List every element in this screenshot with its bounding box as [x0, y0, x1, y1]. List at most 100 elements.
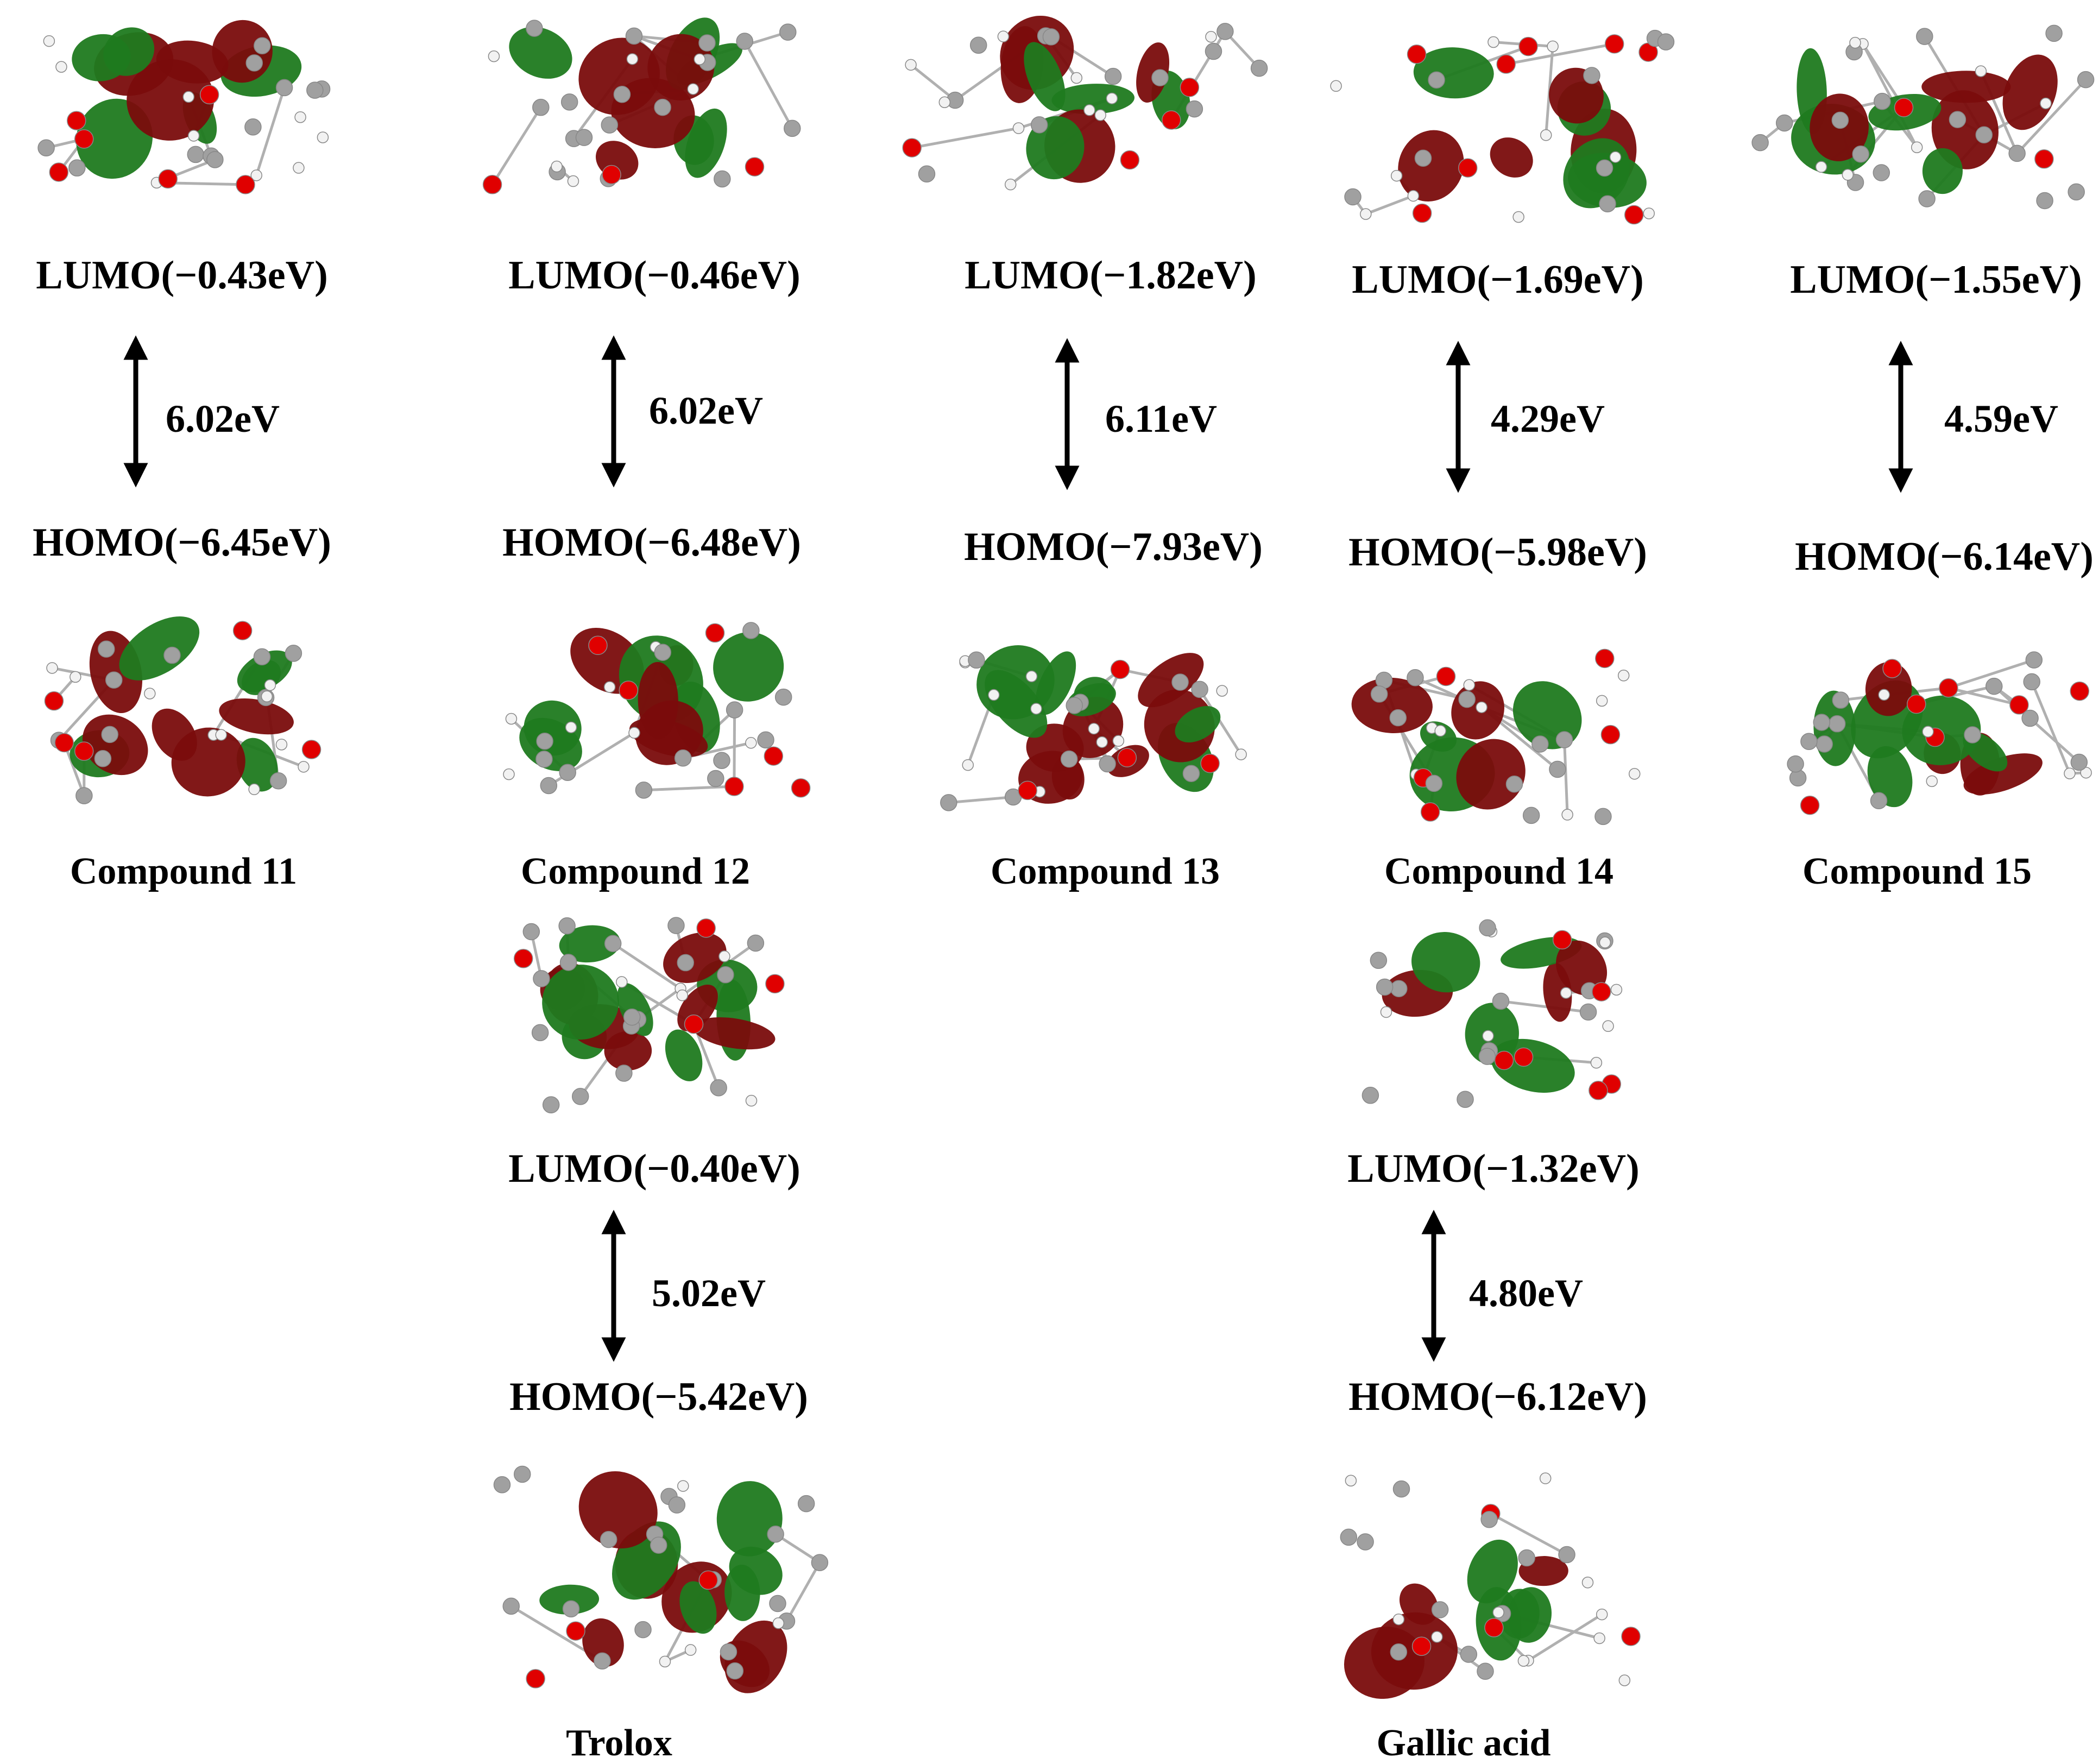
c14-name-label: Compound 14 [1384, 853, 1613, 891]
atom [685, 1645, 696, 1655]
c12-lumo-label: LUMO(−0.46eV) [508, 255, 800, 295]
atom [699, 35, 715, 51]
atom [2070, 682, 2089, 701]
atom [736, 33, 753, 49]
atom [988, 690, 999, 701]
atom [1801, 796, 1819, 815]
atom [1421, 803, 1440, 821]
atom [1162, 111, 1181, 129]
atom [216, 729, 226, 740]
atom [1152, 70, 1168, 86]
atom [514, 1466, 531, 1482]
atom [1611, 984, 1622, 995]
c14-gap-label: 4.29eV [1491, 399, 1605, 438]
atom [307, 82, 323, 98]
atom [1850, 37, 1861, 48]
atom [743, 622, 759, 639]
atom [1883, 659, 1901, 678]
atom [1370, 952, 1386, 968]
atom [246, 55, 262, 71]
atom [694, 54, 705, 65]
atom [614, 86, 630, 103]
atom [1541, 130, 1552, 141]
atom [295, 112, 306, 123]
atom [602, 166, 621, 184]
c15-lumo-label: LUMO(−1.55eV) [1790, 260, 2082, 300]
atom [293, 162, 304, 173]
atom [1236, 749, 1246, 760]
atom [767, 1526, 784, 1542]
atom [766, 974, 784, 993]
atom [514, 949, 533, 968]
atom [727, 702, 743, 718]
atom [1619, 1675, 1630, 1686]
atom [1371, 686, 1388, 702]
atom [526, 20, 543, 36]
atom [1408, 45, 1426, 64]
atom [1787, 756, 1804, 772]
atom [1643, 208, 1654, 219]
atom [1964, 727, 1981, 743]
atom [792, 779, 810, 797]
c11-homo-molecule [45, 603, 320, 804]
atom [710, 1080, 727, 1096]
atom [1180, 78, 1199, 97]
atom [784, 120, 800, 136]
atom [1580, 1004, 1597, 1020]
atom [1874, 93, 1890, 110]
atom [629, 727, 640, 738]
atom [67, 111, 86, 130]
atom [747, 935, 764, 952]
atom [1206, 32, 1216, 42]
gallic-homo-label: HOMO(−6.12eV) [1348, 1377, 1647, 1417]
atom [1492, 993, 1509, 1009]
atom [1479, 1048, 1495, 1064]
atom [714, 171, 730, 187]
c13-homo-molecule [941, 633, 1246, 811]
atom [1559, 1547, 1575, 1563]
atom [1485, 1618, 1503, 1637]
atom [1488, 37, 1499, 48]
atom [254, 37, 270, 54]
atom [1459, 159, 1477, 177]
c14-homo-label: HOMO(−5.98eV) [1348, 532, 1647, 572]
atom [1251, 60, 1268, 77]
atom [1922, 726, 1933, 737]
atom [1394, 1481, 1410, 1497]
atom [1105, 68, 1121, 85]
atom [188, 130, 199, 141]
atom [1610, 152, 1621, 162]
c11-gap-label: 6.02eV [166, 399, 280, 438]
atom [1592, 982, 1611, 1001]
atom [2009, 145, 2025, 161]
atom [1113, 735, 1124, 746]
c13-lumo-label: LUMO(−1.82eV) [965, 255, 1256, 295]
atom [970, 37, 987, 53]
atom [1540, 1473, 1551, 1484]
atom [589, 636, 607, 654]
atom [697, 919, 715, 937]
atom [45, 692, 63, 710]
atom [562, 94, 578, 110]
atom [1605, 35, 1624, 53]
atom [1976, 127, 1992, 143]
arrow-layer [136, 348, 1901, 1350]
atom [659, 1656, 670, 1667]
atom [1873, 165, 1889, 181]
gallic-lumo-molecule [1362, 919, 1622, 1107]
atom [183, 91, 194, 102]
atom [1408, 191, 1419, 201]
atom [1381, 1006, 1391, 1017]
atom [677, 990, 688, 1001]
atom [1066, 697, 1082, 714]
atom [1096, 736, 1107, 747]
atom [1031, 117, 1048, 133]
atom [706, 623, 724, 642]
atom [488, 51, 499, 62]
atom [1435, 726, 1446, 736]
atom [678, 1480, 689, 1491]
atom [234, 621, 252, 640]
atom [714, 752, 730, 768]
atom [1907, 695, 1926, 713]
atom [1553, 930, 1572, 949]
